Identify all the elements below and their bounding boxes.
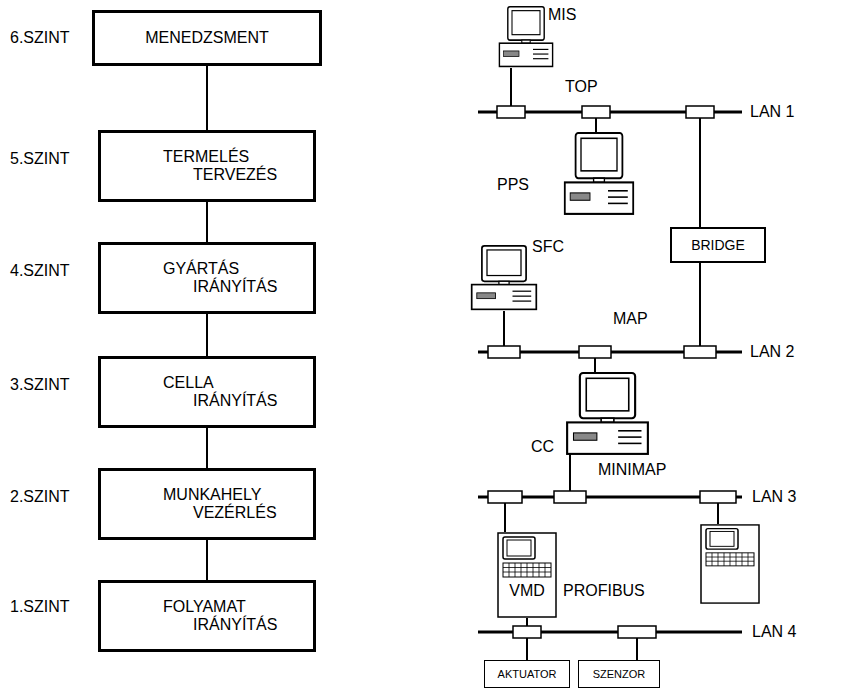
bus-tap	[700, 491, 736, 503]
cnc-controller: VMD	[497, 532, 557, 618]
tap-wire	[595, 118, 597, 132]
network-label: MAP	[613, 310, 648, 328]
tap-wire	[526, 618, 528, 626]
network-label: SFC	[532, 238, 564, 256]
level-label: 4.SZINT	[10, 262, 70, 280]
network-label: PPS	[497, 176, 529, 194]
tap-wire	[526, 638, 528, 660]
bus-tap	[497, 106, 525, 118]
bus-tap	[488, 491, 522, 503]
network-label: LAN 4	[752, 623, 796, 641]
level-connector	[206, 540, 208, 580]
cnc-controller-icon	[701, 525, 759, 603]
tap-wire	[569, 454, 571, 491]
bus-tap	[579, 346, 611, 358]
tap-wire	[699, 118, 701, 227]
bridge-box: BRIDGE	[670, 227, 766, 263]
tap-wire	[504, 503, 506, 532]
node-text: MENEDZSMENT	[95, 29, 319, 47]
tap-wire	[510, 68, 512, 106]
level-connector	[206, 66, 208, 130]
node-text: SZENZOR	[593, 667, 646, 681]
bus-tap	[582, 106, 610, 118]
level-label: 2.SZINT	[10, 488, 70, 506]
level-connector	[206, 428, 208, 468]
node-text: TERMELÉS TERVEZÉS	[193, 148, 293, 184]
computer-icon	[567, 373, 648, 454]
level-box: TERMELÉS TERVEZÉS	[98, 130, 316, 202]
tap-wire	[503, 311, 505, 346]
level-box: FOLYAMAT IRÁNYÍTÁS	[98, 580, 316, 652]
level-label: 6.SZINT	[10, 29, 70, 47]
level-box: GYÁRTÁS IRÁNYÍTÁS	[98, 242, 316, 314]
level-label: 5.SZINT	[10, 150, 70, 168]
network-label: PROFIBUS	[563, 582, 645, 600]
cnc-controller-outline	[497, 532, 557, 618]
node-text: MUNKAHELY VEZÉRLÉS	[193, 486, 293, 522]
tap-wire	[636, 638, 638, 660]
bus-tap	[684, 346, 716, 358]
level-box: MENEDZSMENT	[92, 10, 322, 66]
network-label: MINIMAP	[598, 461, 666, 479]
cnc-controller-icon	[498, 533, 556, 617]
network-label: LAN 2	[750, 343, 794, 361]
node-text: FOLYAMAT IRÁNYÍTÁS	[193, 598, 293, 634]
bus-tap	[488, 346, 520, 358]
level-box: MUNKAHELY VEZÉRLÉS	[98, 468, 316, 540]
sensor-box: SZENZOR	[578, 660, 660, 688]
node-text: GYÁRTÁS IRÁNYÍTÁS	[193, 260, 293, 296]
tap-wire	[594, 358, 596, 372]
bus-tap	[618, 626, 656, 638]
level-label: 3.SZINT	[10, 376, 70, 394]
network-label: LAN 3	[752, 488, 796, 506]
tap-wire	[717, 503, 719, 524]
tap-wire	[699, 263, 701, 346]
computer-icon	[472, 246, 537, 310]
bus-tap	[554, 491, 586, 503]
computer-icon	[499, 7, 552, 67]
node-text: BRIDGE	[691, 236, 745, 254]
level-connector	[206, 314, 208, 356]
node-text: AKTUATOR	[498, 667, 557, 681]
network-label: TOP	[565, 78, 598, 96]
node-text: CELLA IRÁNYÍTÁS	[193, 374, 293, 410]
level-label: 1.SZINT	[10, 598, 70, 616]
bus-tap	[686, 106, 714, 118]
level-box: CELLA IRÁNYÍTÁS	[98, 356, 316, 428]
actuator-box: AKTUATOR	[484, 660, 570, 688]
computer-icon	[565, 133, 633, 214]
network-label: CC	[531, 438, 554, 456]
bus-tap	[513, 626, 541, 638]
network-label: MIS	[548, 6, 576, 24]
level-connector	[206, 202, 208, 242]
network-label: LAN 1	[750, 103, 794, 121]
node-text: VMD	[509, 582, 545, 600]
